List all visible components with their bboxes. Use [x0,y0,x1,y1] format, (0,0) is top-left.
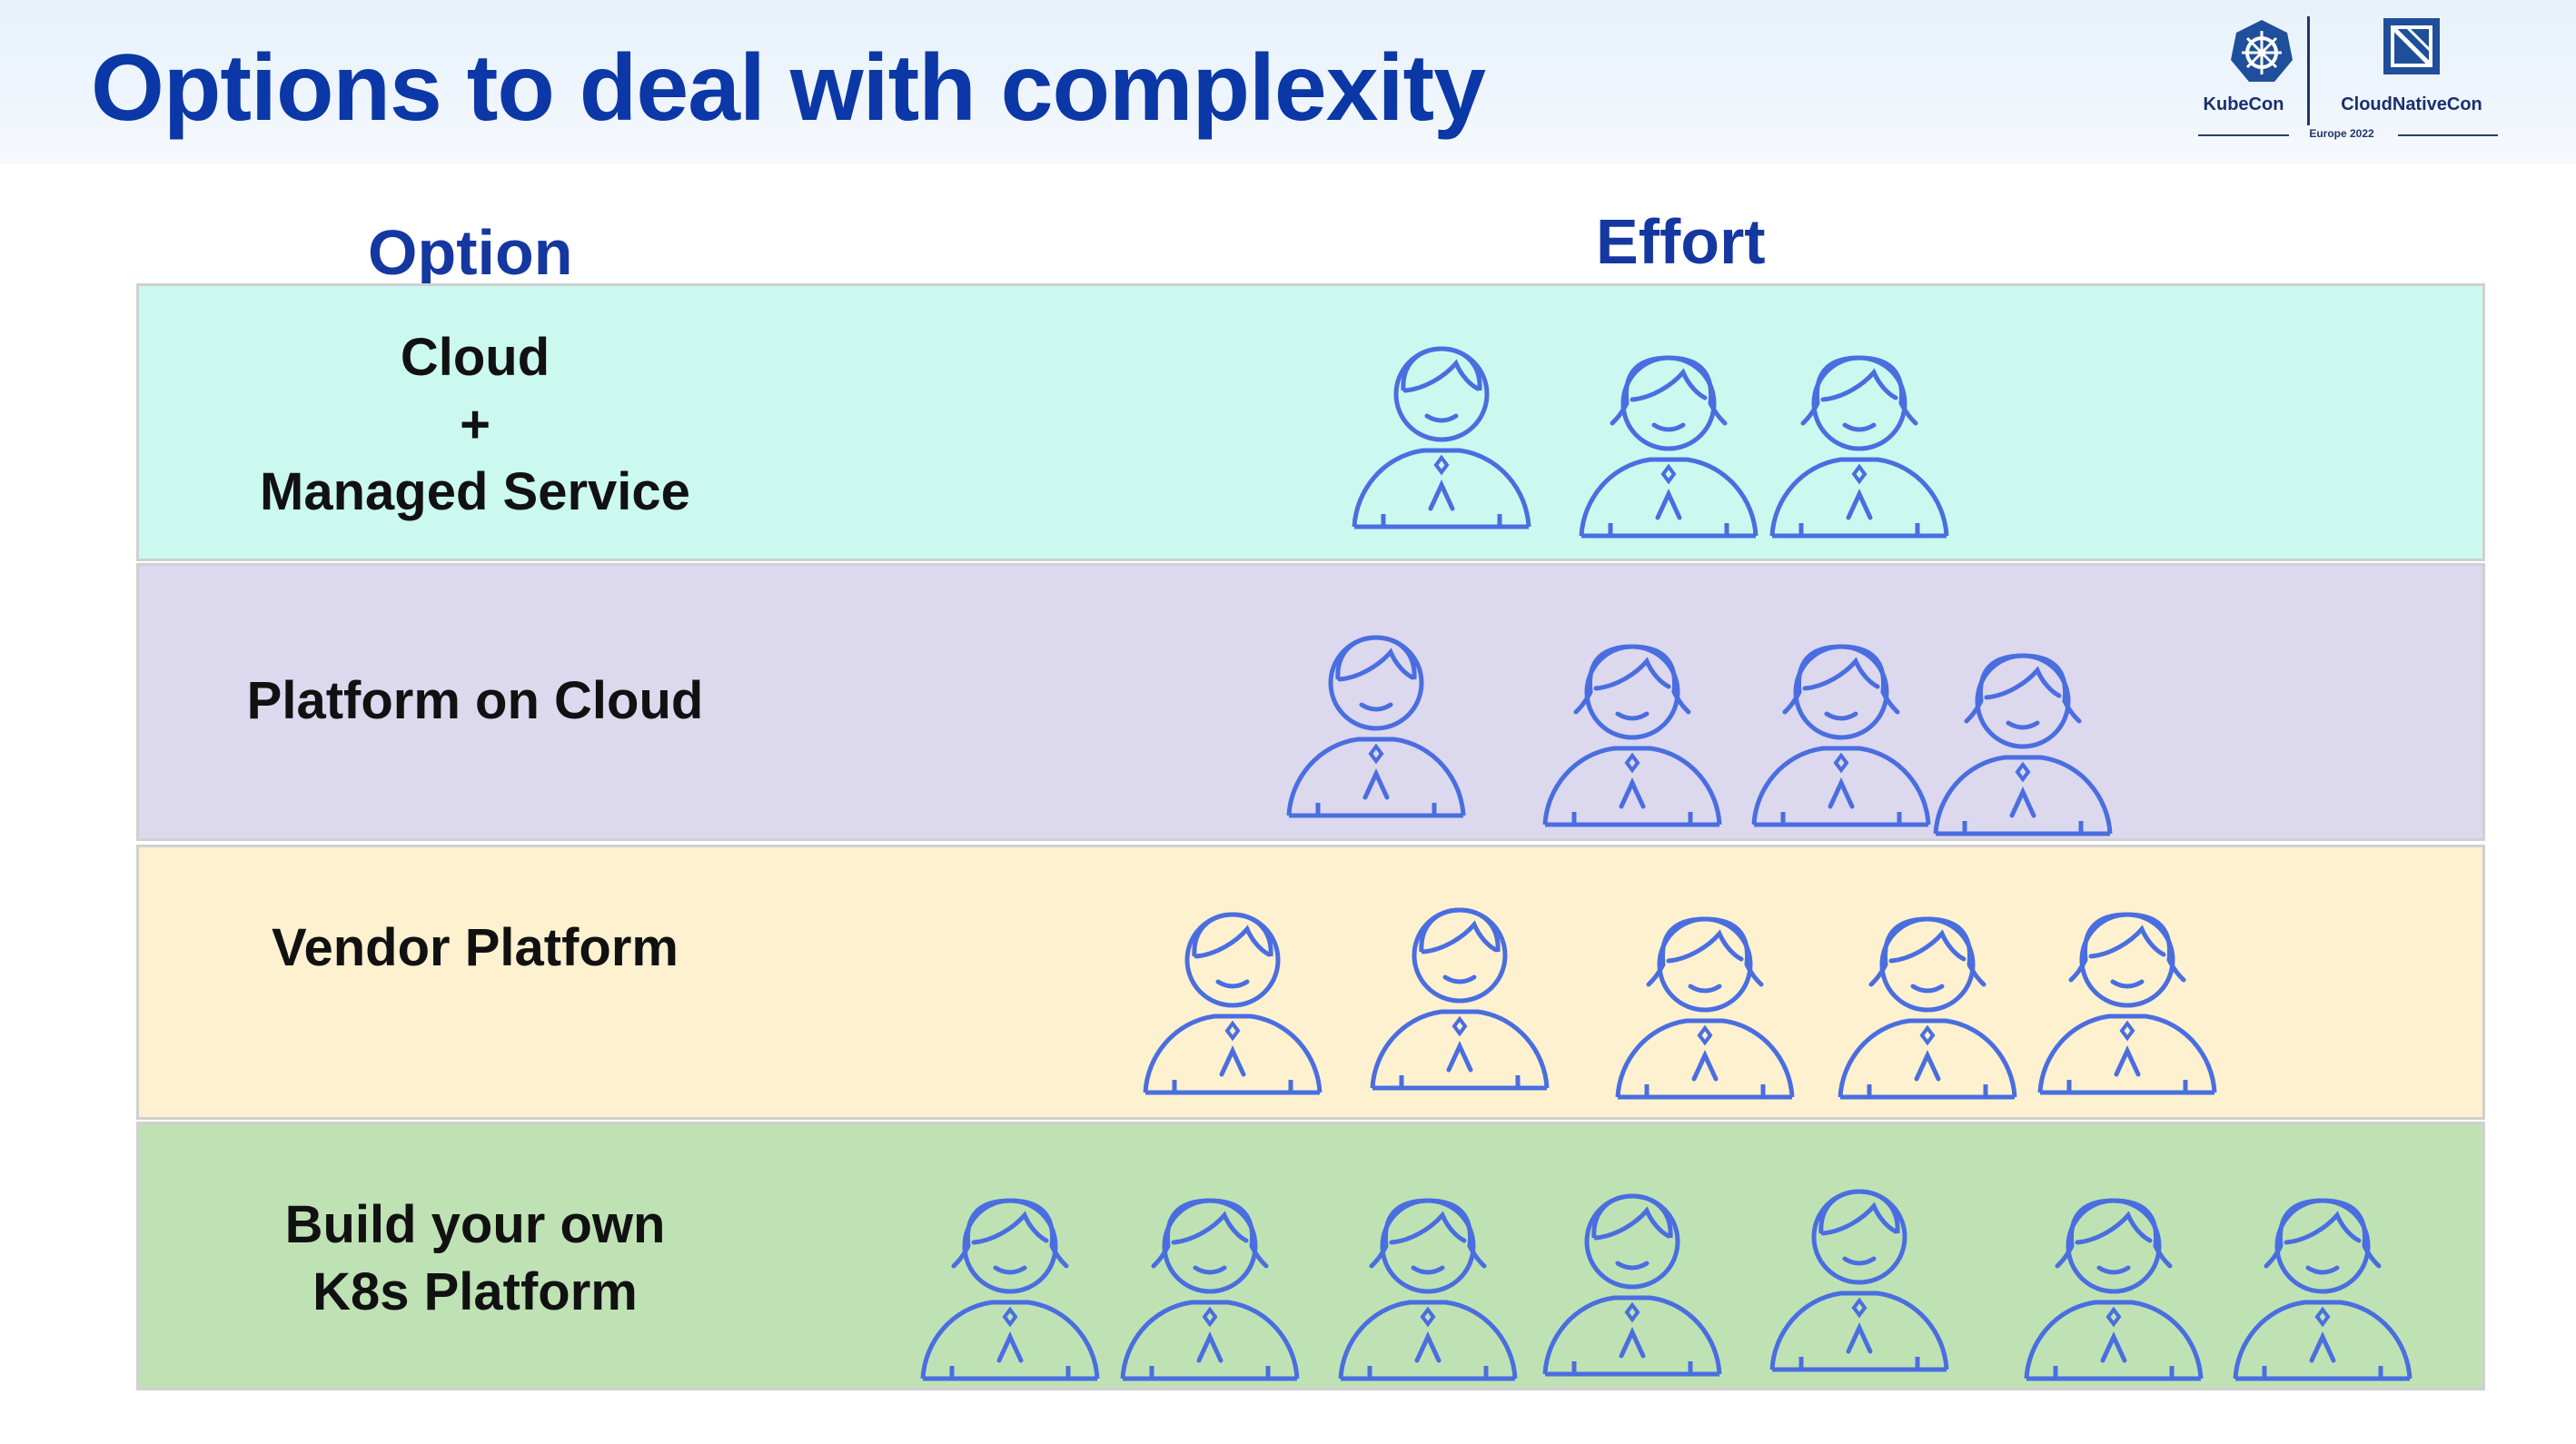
option-row: Platform on Cloud [136,563,2485,841]
person-icon [2228,1188,2419,1392]
person-icon [1610,906,1801,1111]
person-icon [2033,902,2224,1106]
cloudnativecon-logo: CloudNativeCon [2316,11,2507,147]
person-icon [916,1188,1106,1392]
person-icon [1138,902,1329,1106]
option-row: Cloud + Managed Service [136,283,2485,561]
effort-column-header: Effort [1596,206,1766,277]
option-label-line: Build your own [284,1194,666,1254]
person-icon [1765,1179,1956,1383]
option-label: Vendor Platform [139,811,811,1086]
cncf-icon [2383,18,2440,74]
person-icon [1747,634,1937,838]
option-column-header: Option [368,217,573,288]
kubecon-logo: KubeCon [2180,11,2343,147]
option-label-line: + [460,394,490,454]
slide-header: Options to deal with complexity KubeCon [0,0,2576,163]
option-label-line: Platform on Cloud [246,670,704,730]
person-icon [1574,345,1765,549]
logo-divider [2307,16,2310,125]
logo-rule-right [2398,134,2498,136]
person-icon [2019,1188,2210,1392]
person-icon [1928,643,2119,847]
kubecon-label: KubeCon [2203,94,2284,114]
logo-rule-left [2198,134,2289,136]
option-label-line: Managed Service [260,462,690,522]
event-logos: KubeCon CloudNativeCon Europe 2022 [2180,11,2507,147]
option-label: Platform on Cloud [139,562,811,840]
person-icon [1538,634,1729,838]
person-icon [1347,336,1538,540]
cloudnativecon-label: CloudNativeCon [2341,94,2482,114]
option-label-line: Cloud [400,327,550,387]
person-icon [1538,1183,1729,1388]
person-icon [1333,1188,1524,1392]
person-icon [1833,906,2024,1111]
option-label: Cloud + Managed Service [139,286,811,564]
person-icon [1115,1188,1306,1392]
option-label-line: Vendor Platform [272,918,679,978]
person-icon [1765,345,1956,549]
option-label-line: K8s Platform [312,1262,638,1321]
person-icon [1282,625,1472,829]
event-label: Europe 2022 [2309,127,2374,140]
kubernetes-helm-icon [2231,20,2293,82]
slide-title: Options to deal with complexity [91,35,1486,141]
person-icon [1365,897,1556,1102]
option-row: Vendor Platform [136,845,2485,1120]
